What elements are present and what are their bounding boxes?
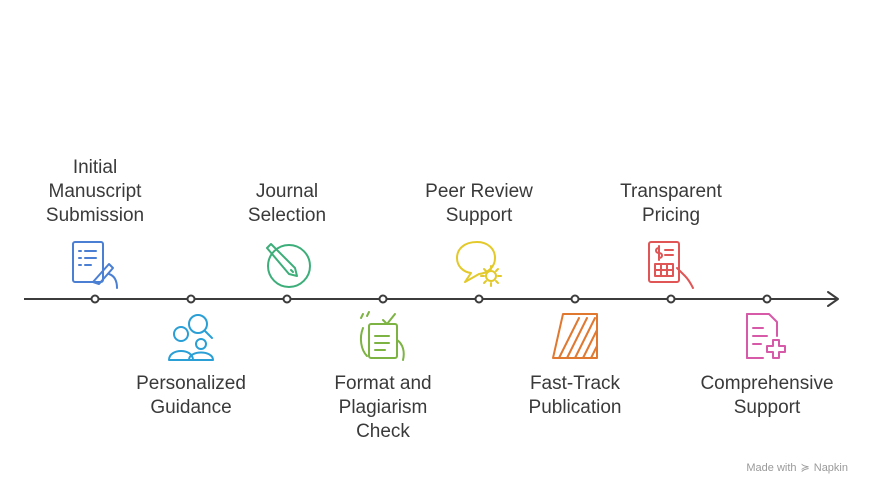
- step-label: Personalized Guidance: [136, 373, 246, 418]
- chat-gear-icon: [453, 238, 505, 290]
- step-label: Fast-Track Publication: [528, 373, 622, 418]
- timeline-node: [186, 294, 196, 304]
- invoice-hand-icon: [645, 238, 697, 290]
- napkin-logo-icon: ≽: [800, 462, 810, 474]
- timeline-node: [570, 294, 580, 304]
- people-search-icon: [165, 310, 217, 362]
- watermark-brand: Napkin: [813, 461, 848, 474]
- striped-card-icon: [549, 310, 601, 362]
- timeline-node: [762, 294, 772, 304]
- document-pen-icon: [69, 238, 121, 290]
- pencil-circle-icon: [261, 238, 313, 290]
- step-label: Transparent Pricing: [620, 181, 722, 226]
- timeline-node: [90, 294, 100, 304]
- step-label: Initial Manuscript Submission: [45, 157, 145, 226]
- timeline-node: [666, 294, 676, 304]
- checklist-hand-icon: [357, 310, 409, 362]
- watermark-text: Made with: [746, 461, 797, 474]
- step-label: Peer Review Support: [425, 181, 533, 226]
- timeline-node: [378, 294, 388, 304]
- step-label: Journal Selection: [247, 181, 327, 226]
- step-label: Comprehensive Support: [700, 373, 834, 418]
- document-plus-icon: [741, 310, 793, 362]
- watermark: Made with ≽ Napkin: [746, 461, 848, 475]
- timeline-node: [282, 294, 292, 304]
- timeline-arrowhead: [827, 291, 839, 307]
- timeline-node: [474, 294, 484, 304]
- step-label: Format and Plagiarism Check: [334, 373, 432, 442]
